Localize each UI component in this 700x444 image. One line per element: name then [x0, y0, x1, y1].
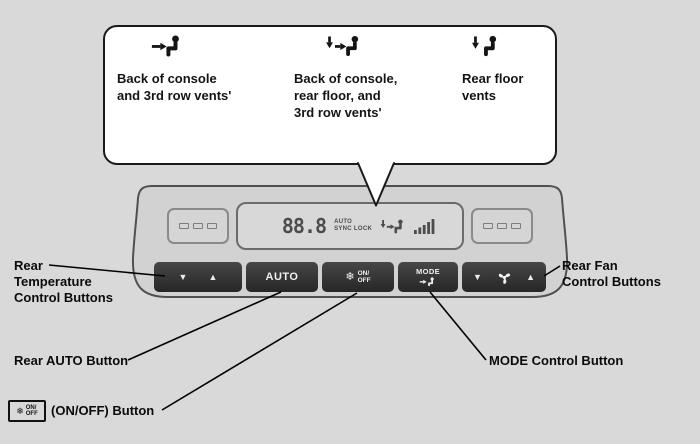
rear-auto-label: Rear AUTO Button: [14, 353, 129, 368]
right-vent-detail: [471, 208, 533, 244]
leader-line-auto: [127, 291, 282, 361]
console-floor-3rd-row-vents-icon: [325, 33, 363, 64]
fan-up-button: ▲: [526, 271, 535, 282]
leader-line-fan: [543, 265, 561, 277]
rear-fan-control-buttons: ▼ ▲: [462, 262, 546, 292]
onoff-badge-text: ON/ OFF: [25, 404, 38, 418]
rear-floor-vents-icon: [470, 33, 501, 64]
left-vent-detail: [167, 208, 229, 244]
temp-down-button: ▼: [178, 271, 188, 282]
console-and-3rd-row-vents-icon: [150, 33, 184, 64]
rear-temperature-label: Rear Temperature Control Buttons: [14, 258, 113, 305]
leader-line-mode: [429, 291, 487, 361]
display-indicators: AUTO SYNC LOCK: [334, 219, 372, 233]
snowflake-icon: ❄: [345, 270, 355, 283]
fan-icon: [497, 272, 510, 284]
detail-square: [193, 223, 203, 229]
temp-up-button: ▲: [208, 271, 218, 282]
onoff-button: ❄ ON/ OFF: [322, 262, 394, 292]
detail-square: [511, 223, 521, 229]
fan-speed-bars-icon: [414, 219, 435, 234]
rear-fan-label: Rear Fan Control Buttons: [562, 258, 661, 289]
detail-square: [483, 223, 493, 229]
onoff-button-label: ON/ OFF: [357, 270, 371, 284]
airflow-mode-icon: [380, 219, 403, 233]
rear-auto-button: AUTO: [246, 262, 318, 292]
auto-indicator: AUTO: [334, 219, 353, 225]
rear-temp-control-buttons: ▼ ▲: [154, 262, 242, 292]
onoff-badge-icon: ❄ ON/ OFF: [8, 400, 46, 422]
mode-control-label: MODE Control Button: [489, 353, 624, 368]
rear-climate-display: 88.8 AUTO SYNC LOCK: [236, 202, 464, 250]
mode-button-label: MODE: [415, 267, 441, 276]
detail-square: [179, 223, 189, 229]
sync-lock-indicator: SYNC LOCK: [334, 226, 373, 232]
mode-control-button: MODE: [398, 262, 458, 292]
detail-square: [497, 223, 507, 229]
vent-caption-console-floor-3rd-row: Back of console, rear floor, and 3rd row…: [294, 71, 398, 120]
temperature-readout: 88.8: [281, 214, 327, 238]
onoff-label-row: ❄ ON/ OFF (ON/OFF) Button: [8, 400, 154, 422]
vent-caption-console-3rd-row: Back of console and 3rd row vents': [117, 71, 232, 103]
mode-airflow-icon: [419, 277, 434, 286]
onoff-label: (ON/OFF) Button: [51, 403, 155, 418]
leader-line-onoff: [161, 292, 358, 411]
bubble-tail: [358, 162, 394, 206]
fan-down-button: ▼: [473, 271, 482, 282]
vent-caption-rear-floor: Rear floor vents: [462, 71, 524, 103]
auto-button-label: AUTO: [265, 271, 299, 283]
snowflake-icon: ❄: [16, 405, 24, 416]
detail-square: [207, 223, 217, 229]
